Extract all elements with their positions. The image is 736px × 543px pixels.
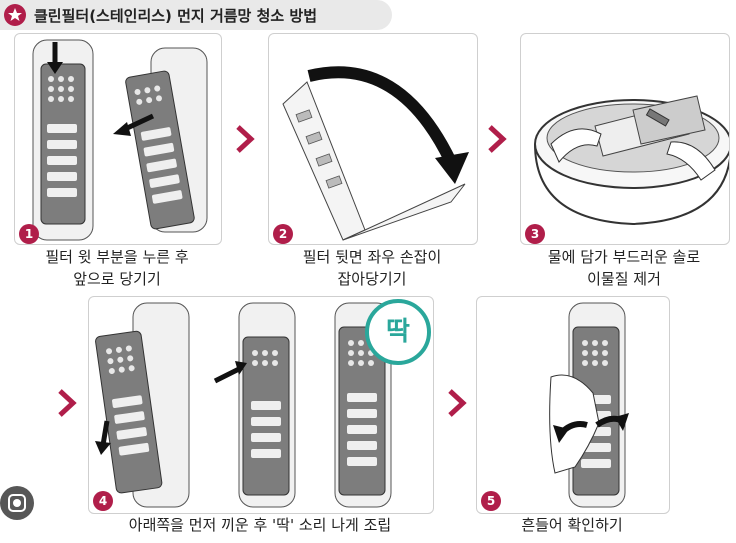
step-5-illustration bbox=[549, 302, 629, 508]
step-1-caption-line1: 필터 윗 부분을 누른 후 bbox=[45, 248, 189, 266]
step-4-panel: 딱 4 bbox=[88, 296, 434, 514]
page-title: 클린필터(스테인리스) 먼지 거름망 청소 방법 bbox=[34, 7, 318, 25]
step-4-caption-line1: 아래쪽을 먼저 끼운 후 '딱' 소리 나게 조립 bbox=[128, 516, 392, 534]
step-5-panel: 5 bbox=[476, 296, 670, 514]
step-5-caption-line1: 흔들어 확인하기 bbox=[521, 516, 623, 534]
step-4-badge: 4 bbox=[93, 491, 113, 511]
chevron-right-icon bbox=[58, 389, 77, 417]
chevron-right-icon bbox=[488, 125, 507, 153]
step-1-caption-line2: 앞으로 당기기 bbox=[73, 270, 161, 288]
step-4-illustration bbox=[95, 302, 392, 508]
step-1-illustration bbox=[32, 39, 208, 241]
step-4-caption: 아래쪽을 먼저 끼운 후 '딱' 소리 나게 조립 bbox=[88, 514, 432, 536]
chevron-right-icon bbox=[236, 125, 255, 153]
step-1-badge: 1 bbox=[19, 224, 39, 244]
star-icon bbox=[4, 4, 26, 26]
title-bar: 클린필터(스테인리스) 먼지 거름망 청소 방법 bbox=[0, 0, 392, 30]
lens-icon[interactable] bbox=[0, 486, 34, 520]
step-2-caption-line2: 잡아당기기 bbox=[337, 270, 407, 288]
step-2-badge: 2 bbox=[273, 224, 293, 244]
step-2-panel: 2 bbox=[268, 33, 478, 245]
step-3-illustration bbox=[534, 95, 729, 226]
step-3-panel: 3 bbox=[520, 33, 730, 245]
step-5-badge: 5 bbox=[481, 491, 501, 511]
chevron-right-icon bbox=[448, 389, 467, 417]
step-1-caption: 필터 윗 부분을 누른 후 앞으로 당기기 bbox=[14, 246, 220, 290]
step-3-caption-line1: 물에 담가 부드러운 솔로 bbox=[547, 248, 701, 266]
step-3-caption: 물에 담가 부드러운 솔로 이물질 제거 bbox=[520, 246, 728, 290]
step-3-badge: 3 bbox=[525, 224, 545, 244]
step-3-caption-line2: 이물질 제거 bbox=[587, 270, 661, 288]
step-1-panel: 1 bbox=[14, 33, 222, 245]
step-2-caption: 필터 뒷면 좌우 손잡이 잡아당기기 bbox=[268, 246, 476, 290]
step-2-illustration bbox=[282, 66, 469, 241]
step-2-caption-line1: 필터 뒷면 좌우 손잡이 bbox=[302, 248, 442, 266]
snap-sound-badge: 딱 bbox=[365, 299, 431, 365]
step-5-caption: 흔들어 확인하기 bbox=[476, 514, 668, 536]
